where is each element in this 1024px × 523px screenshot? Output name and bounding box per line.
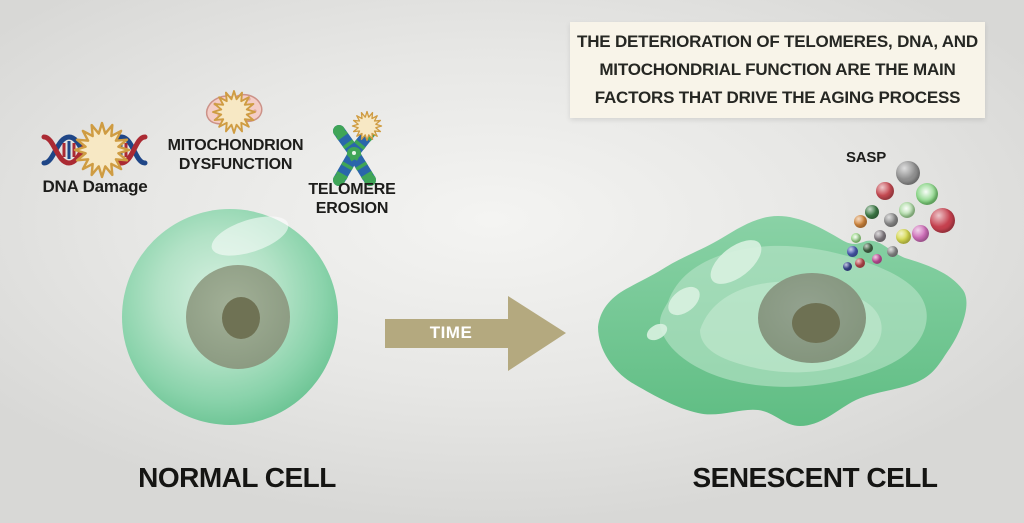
telomere-erosion-label: TELOMERE EROSION: [277, 180, 427, 218]
vacuole: [646, 323, 668, 341]
damage-starburst-icon: [212, 90, 256, 134]
mitochondrion-label-line2: DYSFUNCTION: [178, 156, 293, 173]
normal-cell-illustration: [122, 209, 338, 425]
vacuole: [710, 240, 762, 284]
normal-cell-nucleolus: [222, 297, 260, 339]
title-line: MITOCHONDRIAL FUNCTION ARE THE MAIN: [599, 60, 956, 79]
dna-damage-icon: [41, 121, 148, 179]
chromosome-icon: [333, 110, 383, 186]
telomere-label-line1: TELOMERE: [308, 181, 396, 198]
senescent-cell-nucleolus: [792, 303, 840, 343]
normal-cell-label: NORMAL CELL: [138, 462, 336, 493]
vacuole: [668, 286, 700, 316]
title-box: THE DETERIORATION OF TELOMERES, DNA, AND…: [570, 22, 985, 118]
mitochondrion-dysfunction-label: MITOCHONDRION DYSFUNCTION: [158, 136, 313, 174]
time-arrow: [385, 296, 566, 371]
mitochondrion-icon: [205, 90, 263, 134]
telomere-label-line2: EROSION: [315, 200, 389, 217]
senescent-cell-label: SENESCENT CELL: [692, 462, 938, 493]
damage-starburst-icon: [351, 110, 383, 142]
mitochondrion-label-line1: MITOCHONDRION: [167, 137, 304, 154]
time-label: TIME: [429, 323, 473, 342]
damage-starburst-icon: [73, 121, 131, 179]
title-line: FACTORS THAT DRIVE THE AGING PROCESS: [594, 88, 961, 107]
time-arrow-shape: [385, 296, 566, 371]
cell-highlight: [211, 216, 289, 256]
title-line: THE DETERIORATION OF TELOMERES, DNA, AND: [577, 32, 978, 51]
senescent-cell-illustration: [598, 216, 967, 426]
sasp-label: SASP: [845, 149, 887, 166]
dna-damage-label: DNA Damage: [42, 177, 148, 196]
